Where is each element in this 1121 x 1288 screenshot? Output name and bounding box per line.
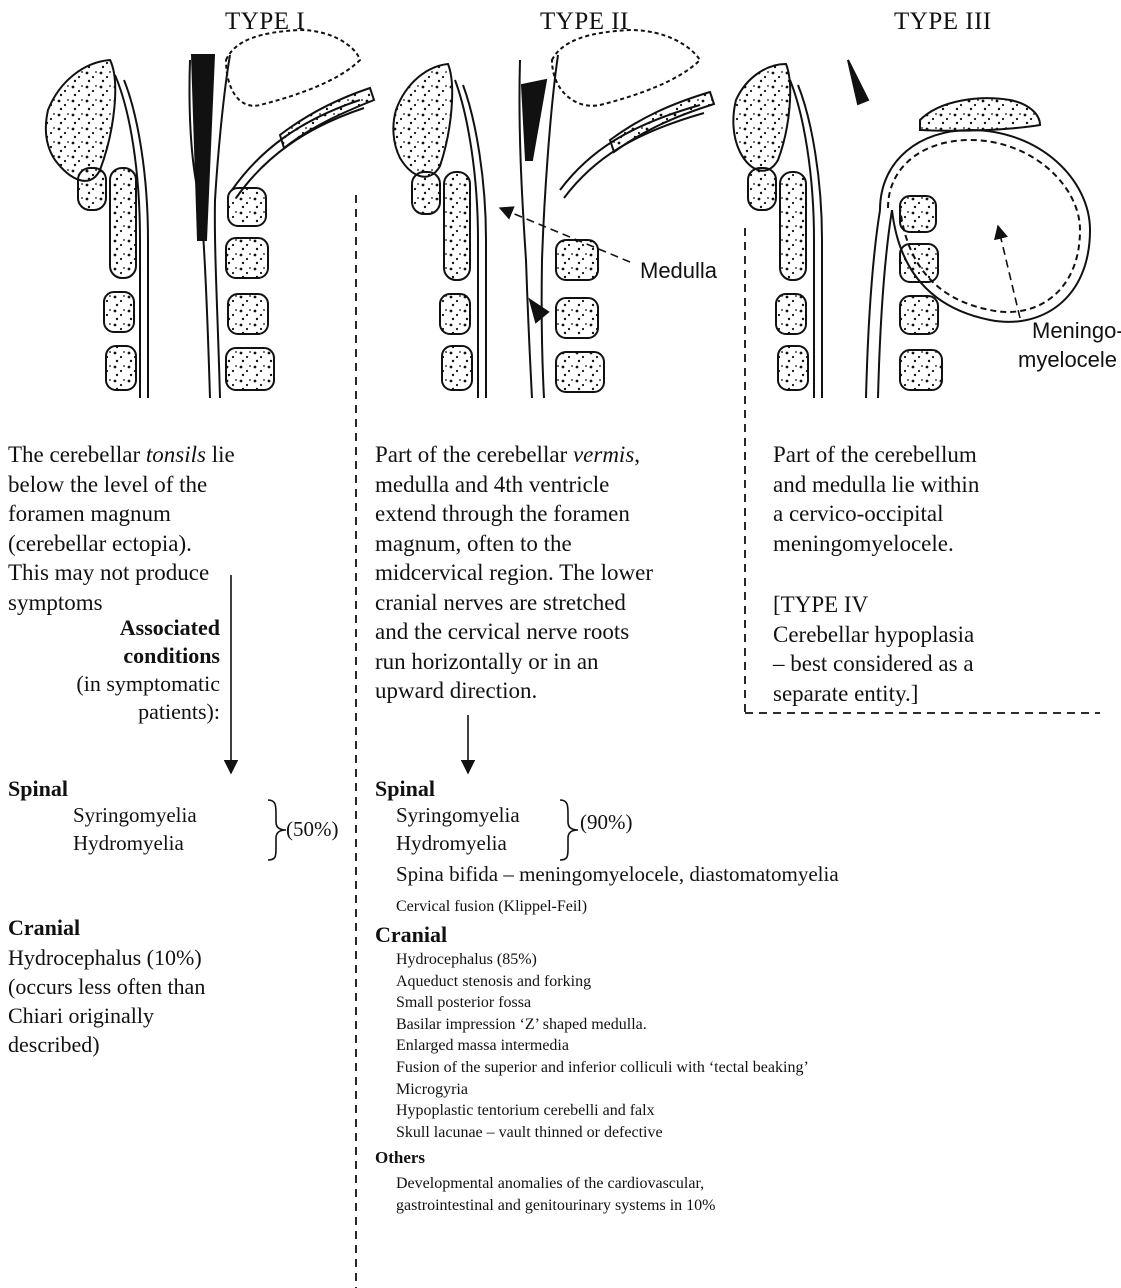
type1-clivus-bone: [280, 88, 374, 148]
type2-cranial-item: Small posterior fossa: [396, 992, 1096, 1014]
type2-cranial-item: Hypoplastic tentorium cerebelli and falx: [396, 1100, 1096, 1122]
type3-vertebra: [776, 294, 806, 334]
type1-cranial-text: Hydrocephalus (10%) (occurs less often t…: [8, 943, 348, 1059]
type1-description: The cerebellar tonsils lie below the lev…: [8, 440, 338, 617]
type3-vertebral-body: [900, 244, 938, 282]
type2-cranial-item: Fusion of the superior and inferior coll…: [396, 1057, 1096, 1079]
type1-vertebral-body: [228, 294, 268, 334]
associated-line1: Associated: [20, 614, 220, 642]
type3-vertebral-body: [900, 350, 942, 390]
type2-cranial-item: Hydrocephalus (85%): [396, 949, 1096, 971]
type1-vertebral-body: [226, 238, 268, 278]
type1-spinal-heading: Spinal: [8, 776, 68, 802]
type3-cord-back: [878, 210, 892, 398]
type3-vertebra: [778, 346, 808, 390]
type2-cerebellum: [552, 30, 700, 106]
type3-vertebra: [780, 172, 806, 280]
type3-falx: [848, 60, 868, 104]
type2-spinal-percent: (90%): [580, 810, 632, 835]
type2-description: Part of the cerebellar vermis, medulla a…: [375, 440, 740, 706]
type2-cranial-item: Skull lacunae – vault thinned or defecti…: [396, 1122, 1096, 1144]
type2-cranial-heading: Cranial: [375, 922, 447, 948]
type1-spinal-item: Syringomyelia: [73, 803, 197, 828]
type1-occipital-bone: [46, 60, 115, 181]
type2-others-list: Developmental anomalies of the cardiovas…: [396, 1173, 1096, 1216]
type1-vertebra: [104, 292, 134, 332]
meningomyelocele-label-line1: Meningo-: [1032, 317, 1121, 344]
type2-spina-bifida: Spina bifida – meningomyelocele, diastom…: [396, 862, 839, 887]
type1-vertebra: [106, 346, 136, 390]
type2-medulla-kink: [530, 300, 548, 322]
type3-vertebra: [748, 168, 776, 210]
type3-description: Part of the cerebellum and medulla lie w…: [773, 440, 1093, 558]
type2-cranial-item: Enlarged massa intermedia: [396, 1035, 1096, 1057]
type1-cord-back: [215, 55, 230, 398]
type1-vertebra: [78, 168, 106, 210]
type2-cranial-item: Basilar impression ‘Z’ shaped medulla.: [396, 1014, 1096, 1036]
type1-cerebellum: [226, 30, 360, 106]
type2-cranial-item: Aqueduct stenosis and forking: [396, 971, 1096, 993]
type3-vertebral-body: [900, 296, 938, 334]
type2-others-heading: Others: [375, 1148, 425, 1168]
type2-vertebra: [440, 294, 470, 334]
type1-vertebral-body: [226, 348, 274, 390]
type3-vertebral-body: [900, 196, 936, 232]
type2-vertebral-body: [556, 352, 604, 392]
type2-spinal-brace: [560, 800, 578, 860]
type2-heading: TYPE II: [540, 8, 629, 36]
type1-tonsil: [192, 55, 214, 240]
meningomyelocele-label-line2: myelocele: [1018, 346, 1117, 373]
type2-others-item: Developmental anomalies of the cardiovas…: [396, 1173, 1096, 1195]
type2-vertebra: [412, 172, 440, 214]
type2-cranial-list: Hydrocephalus (85%) Aqueduct stenosis an…: [396, 949, 1096, 1143]
type3-occipital-bone: [733, 64, 790, 171]
type2-spinal-heading: Spinal: [375, 776, 435, 802]
type2-spinal-item: Hydromyelia: [396, 831, 507, 856]
type3-heading: TYPE III: [894, 8, 992, 36]
type1-cranial-heading: Cranial: [8, 915, 80, 941]
type2-vertebra: [444, 172, 470, 280]
type1-vertebral-body: [228, 188, 266, 226]
type2-cervical-fusion: Cervical fusion (Klippel-Feil): [396, 896, 587, 918]
type2-occipital-bone: [393, 64, 452, 177]
type1-vertebra: [110, 168, 136, 278]
type1-spinal-percent: (50%): [286, 817, 338, 842]
type1-spinal-item: Hydromyelia: [73, 831, 184, 856]
type2-vertebra: [442, 346, 472, 390]
type2-spinal-item: Syringomyelia: [396, 803, 520, 828]
medulla-label: Medulla: [640, 257, 717, 284]
type1-spinal-brace: [268, 800, 286, 860]
type3-cerebellum-in-sac: [920, 98, 1040, 131]
associated-line4: patients):: [20, 698, 220, 726]
meningomyelocele-pointer-arrow: [998, 226, 1020, 318]
type2-illustration: [393, 30, 714, 398]
associated-line2: conditions: [20, 642, 220, 670]
type1-heading: TYPE I: [225, 8, 305, 36]
type2-clivus-bone: [610, 92, 714, 152]
associated-line3: (in symptomatic: [20, 670, 220, 698]
type2-cranial-item: Microgyria: [396, 1079, 1096, 1101]
type1-illustration: [46, 30, 374, 398]
type2-vertebral-body: [556, 298, 598, 338]
type4-note: [TYPE IV Cerebellar hypoplasia – best co…: [773, 590, 1093, 708]
type2-vermis: [522, 80, 546, 160]
associated-conditions-heading: Associated conditions (in symptomatic pa…: [20, 614, 220, 726]
type2-others-item: gastrointestinal and genitourinary syste…: [396, 1195, 1096, 1217]
